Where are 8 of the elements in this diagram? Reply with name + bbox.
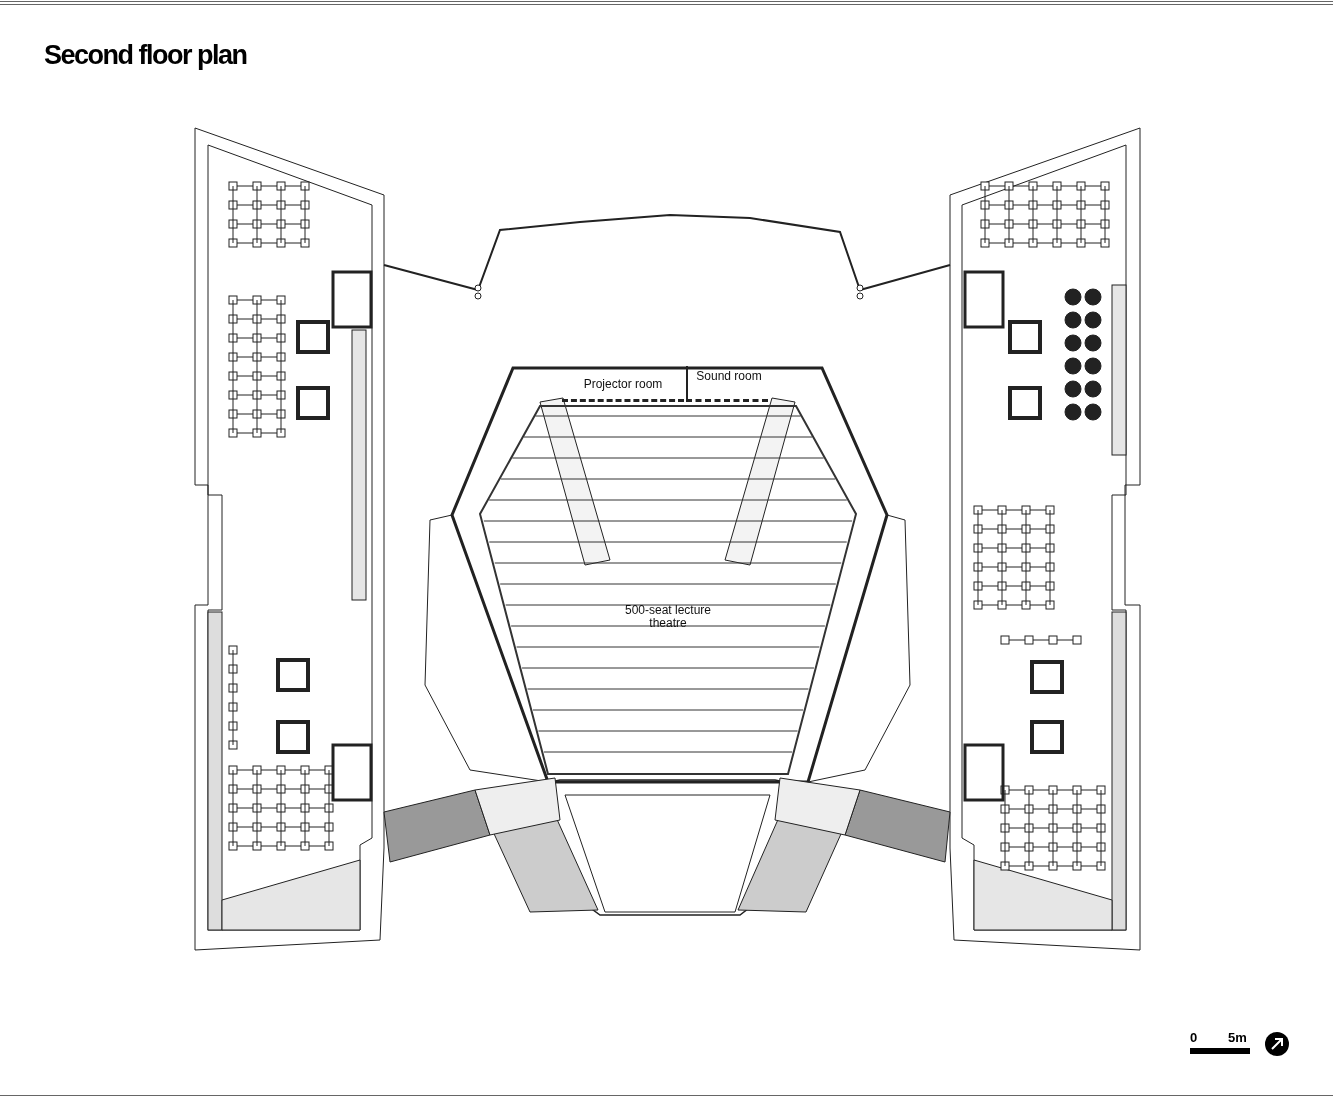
room-name: Projector room — [582, 378, 664, 391]
seating-area — [478, 404, 858, 776]
plan-title: Second floor plan — [44, 40, 247, 71]
room-box — [686, 366, 768, 402]
scale-label: 0 — [1190, 1030, 1198, 1045]
room-name: 500-seat lecture theatre — [623, 604, 713, 630]
room-name: Sound room — [695, 370, 763, 383]
scale-label: 5m — [1228, 1030, 1247, 1045]
